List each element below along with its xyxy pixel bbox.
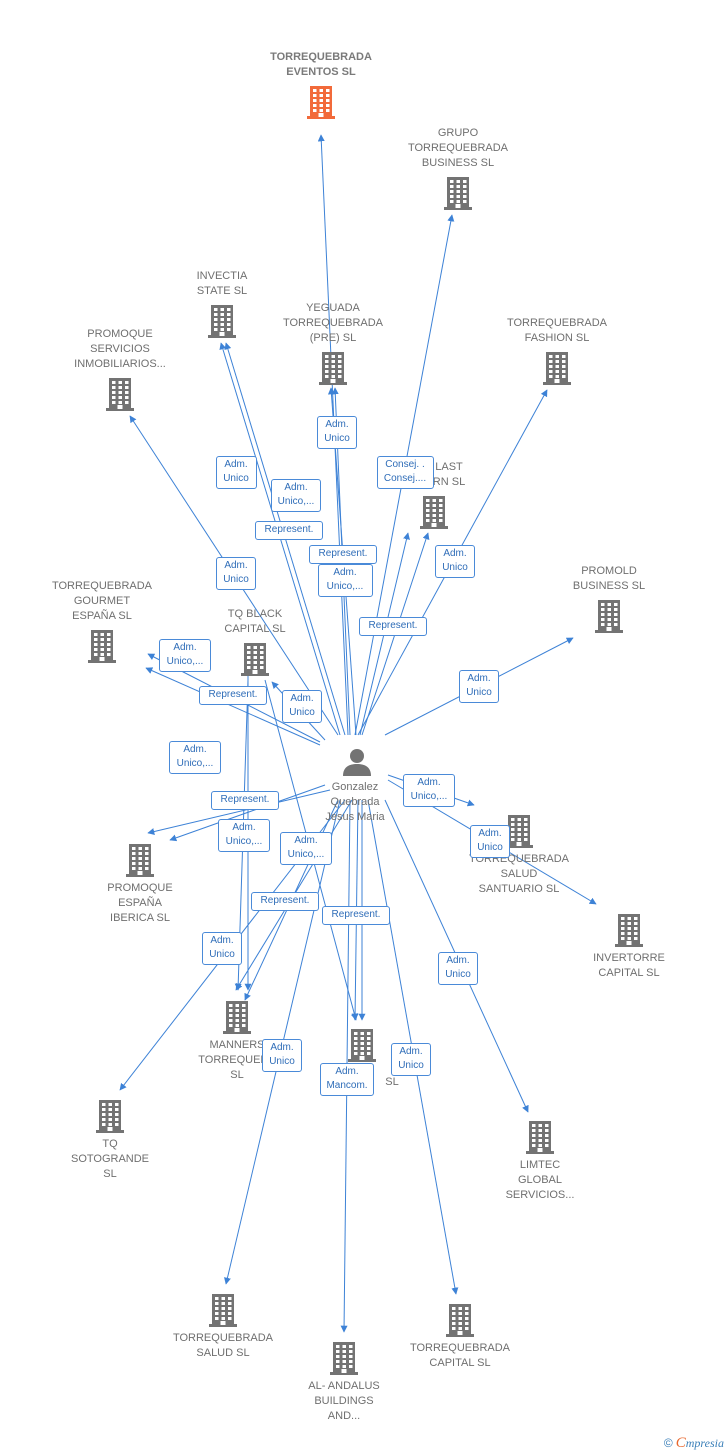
company-name: PROMOQUE ESPAÑA IBERICA SL bbox=[107, 882, 173, 924]
building-icon[interactable] bbox=[125, 843, 155, 882]
relation-label[interactable]: Represent. bbox=[251, 891, 319, 911]
building-icon[interactable] bbox=[240, 642, 270, 681]
relation-label[interactable]: Adm. Unico bbox=[317, 415, 357, 449]
company-node-promoque_serv[interactable]: PROMOQUE SERVICIOS INMOBILIARIOS... bbox=[50, 327, 190, 372]
center-person-name: Gonzalez Quebrada Jesus Maria bbox=[325, 781, 385, 823]
relation-label[interactable]: Adm. Unico bbox=[215, 455, 257, 489]
company-node-salud[interactable]: TORREQUEBRADA SALUD SL bbox=[153, 1331, 293, 1361]
edge-17 bbox=[147, 789, 331, 835]
copyright-symbol: © bbox=[663, 1436, 673, 1450]
company-name: TORREQUEBRADA SALUD SL bbox=[172, 1332, 274, 1359]
relation-label[interactable]: Adm. Unico bbox=[282, 689, 322, 723]
building-icon[interactable] bbox=[329, 1341, 359, 1380]
company-name: TQ BLACK CAPITAL SL bbox=[224, 608, 286, 635]
company-node-fashion[interactable]: TORREQUEBRADA FASHION SL bbox=[487, 316, 627, 346]
building-icon[interactable] bbox=[443, 176, 473, 215]
company-node-invertorre[interactable]: INVERTORRE CAPITAL SL bbox=[559, 951, 699, 981]
relation-label[interactable]: Adm. Unico bbox=[459, 669, 499, 703]
center-person[interactable] bbox=[340, 745, 374, 779]
company-node-promold[interactable]: PROMOLD BUSINESS SL bbox=[539, 564, 679, 594]
building-icon[interactable] bbox=[614, 913, 644, 952]
relation-label[interactable]: Adm. Unico bbox=[470, 824, 510, 858]
relation-label[interactable]: Adm. Unico bbox=[391, 1042, 431, 1076]
relation-label[interactable]: Adm. Unico,... bbox=[159, 638, 211, 672]
relation-label[interactable]: Represent. bbox=[199, 685, 267, 705]
edge-12 bbox=[145, 667, 321, 746]
company-name: TORREQUEBRADA FASHION SL bbox=[506, 317, 608, 344]
brand-name: mpresia bbox=[685, 1436, 724, 1450]
building-icon[interactable] bbox=[105, 377, 135, 416]
relation-label[interactable]: Adm. Unico,... bbox=[271, 478, 321, 512]
company-name: LAST RN SL bbox=[432, 461, 466, 488]
company-name: INVERTORRE CAPITAL SL bbox=[593, 952, 665, 979]
company-name: TORREQUEBRADA CAPITAL SL bbox=[409, 1342, 511, 1369]
building-icon[interactable] bbox=[347, 1028, 377, 1067]
relation-label[interactable]: Adm. Unico bbox=[202, 931, 242, 965]
relation-label[interactable]: Represent. bbox=[322, 905, 390, 925]
building-icon[interactable] bbox=[95, 1099, 125, 1138]
company-name: TORREQUEBRADA EVENTOS SL bbox=[270, 51, 372, 78]
company-node-gourmet[interactable]: TORREQUEBRADA GOURMET ESPAÑA SL bbox=[32, 579, 172, 624]
person-icon bbox=[343, 749, 371, 776]
company-node-promoque_esp[interactable]: PROMOQUE ESPAÑA IBERICA SL bbox=[70, 881, 210, 926]
company-node-invectia[interactable]: INVECTIA STATE SL bbox=[152, 269, 292, 299]
company-node-alandalus[interactable]: AL- ANDALUS BUILDINGS AND... bbox=[274, 1379, 414, 1424]
relation-label[interactable]: Adm. Unico,... bbox=[317, 563, 373, 597]
relation-label[interactable]: Adm. Mancom. bbox=[320, 1062, 374, 1096]
building-icon[interactable] bbox=[419, 495, 449, 534]
building-icon[interactable] bbox=[207, 304, 237, 343]
company-name: YEGUADA TORREQUEBRADA (PRE) SL bbox=[282, 302, 384, 344]
company-node-last[interactable]: LAST RN SL bbox=[379, 460, 519, 490]
company-name: TQ SOTOGRANDE SL bbox=[70, 1138, 150, 1180]
company-node-tqblack[interactable]: TQ BLACK CAPITAL SL bbox=[185, 607, 325, 637]
relation-label[interactable]: Adm. Unico bbox=[216, 556, 256, 590]
relation-label[interactable]: Adm. Unico,... bbox=[218, 818, 270, 852]
building-icon[interactable] bbox=[306, 85, 336, 124]
company-node-capital[interactable]: TORREQUEBRADA CAPITAL SL bbox=[390, 1341, 530, 1371]
building-icon[interactable] bbox=[445, 1303, 475, 1342]
building-icon[interactable] bbox=[222, 1000, 252, 1039]
relation-label[interactable]: Adm. Unico bbox=[262, 1038, 302, 1072]
company-name: MANNERS TORREQUEBR SL bbox=[198, 1039, 276, 1081]
company-node-yeguada[interactable]: YEGUADA TORREQUEBRADA (PRE) SL bbox=[263, 301, 403, 346]
building-icon[interactable] bbox=[87, 629, 117, 668]
company-node-tqsoto[interactable]: TQ SOTOGRANDE SL bbox=[40, 1137, 180, 1182]
company-name: SL bbox=[385, 1076, 399, 1088]
relation-label[interactable]: Consej. . Consej.... bbox=[376, 455, 434, 489]
relation-label[interactable]: Adm. Unico,... bbox=[169, 740, 221, 774]
relation-label[interactable]: Adm. Unico bbox=[435, 544, 475, 578]
relation-label[interactable]: Adm. Unico,... bbox=[280, 831, 332, 865]
company-name: PROMOQUE SERVICIOS INMOBILIARIOS... bbox=[74, 328, 166, 370]
relation-label[interactable]: Adm. Unico,... bbox=[403, 773, 455, 807]
building-icon[interactable] bbox=[542, 351, 572, 390]
company-name: LIMTEC GLOBAL SERVICIOS... bbox=[505, 1159, 575, 1201]
company-node-grupo[interactable]: GRUPO TORREQUEBRADA BUSINESS SL bbox=[388, 126, 528, 171]
brand-footer: ©Cmpresia bbox=[664, 1435, 724, 1452]
company-name: INVECTIA STATE SL bbox=[196, 270, 248, 297]
company-node-limtec[interactable]: LIMTEC GLOBAL SERVICIOS... bbox=[470, 1158, 610, 1203]
building-icon[interactable] bbox=[504, 814, 534, 853]
relation-label[interactable]: Represent. bbox=[359, 616, 427, 636]
company-node-sl_mid[interactable]: SL bbox=[322, 1075, 462, 1090]
relation-label[interactable]: Represent. bbox=[309, 544, 377, 564]
company-name: AL- ANDALUS BUILDINGS AND... bbox=[308, 1380, 380, 1422]
building-icon[interactable] bbox=[594, 599, 624, 638]
brand-initial: C bbox=[675, 1435, 686, 1451]
company-name: TORREQUEBRADA SALUD SANTUARIO SL bbox=[468, 853, 570, 895]
building-icon[interactable] bbox=[318, 351, 348, 390]
company-node-salud_sant[interactable]: TORREQUEBRADA SALUD SANTUARIO SL bbox=[449, 852, 589, 897]
company-name: GRUPO TORREQUEBRADA BUSINESS SL bbox=[407, 127, 509, 169]
relation-label[interactable]: Represent. bbox=[211, 790, 279, 810]
company-name: PROMOLD BUSINESS SL bbox=[572, 565, 646, 592]
relation-label[interactable]: Represent. bbox=[255, 520, 323, 540]
building-icon[interactable] bbox=[525, 1120, 555, 1159]
company-name: TORREQUEBRADA GOURMET ESPAÑA SL bbox=[51, 580, 153, 622]
company-node-manners[interactable]: MANNERS TORREQUEBR SL bbox=[167, 1038, 307, 1083]
relation-label[interactable]: Adm. Unico bbox=[438, 951, 478, 985]
company-node-eventos[interactable]: TORREQUEBRADA EVENTOS SL bbox=[251, 50, 391, 80]
building-icon[interactable] bbox=[208, 1293, 238, 1332]
